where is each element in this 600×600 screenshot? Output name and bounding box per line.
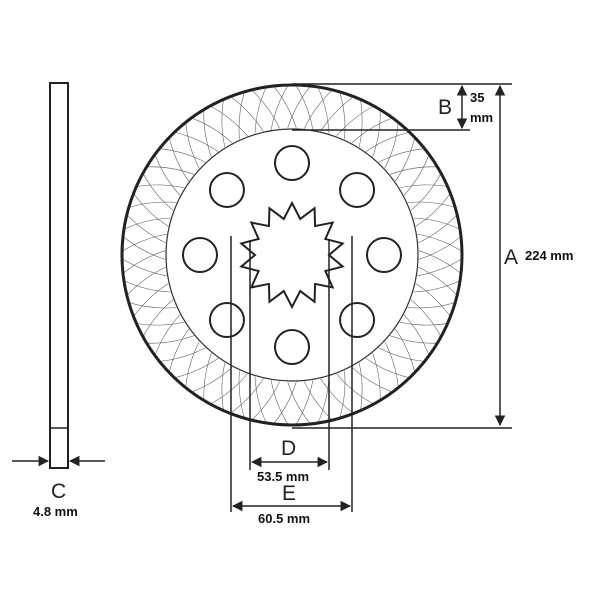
disc-edge-view (49, 82, 69, 469)
dimension-e-letter: E (282, 482, 296, 505)
extension-lines (230, 83, 512, 512)
dimension-e-value: 60.5 mm (258, 511, 310, 526)
spline-center (239, 200, 345, 310)
friction-arc (300, 184, 461, 424)
disc-side-profile (49, 82, 69, 469)
dimension-b-value-line2: mm (470, 110, 493, 125)
bolt-hole (366, 237, 402, 273)
bolt-hole (339, 302, 376, 339)
dimension-a-value: 224 mm (525, 248, 573, 263)
dimension-d: D 53.5 mm (250, 437, 329, 484)
dimension-e: E 60.5 mm (231, 482, 352, 526)
friction-arc (123, 86, 363, 247)
dimension-c-value: 4.8 mm (33, 504, 78, 519)
dimension-a: A 224 mm (494, 84, 573, 427)
bolt-holes (182, 145, 402, 365)
bolt-hole (339, 171, 376, 208)
friction-arc (221, 86, 461, 247)
bolt-hole (274, 329, 310, 365)
dimension-d-letter: D (281, 437, 296, 460)
dimension-c-letter: C (51, 480, 66, 503)
friction-arc (123, 263, 363, 424)
dimension-b: B 35 mm (438, 84, 493, 130)
disc-outer-edge (120, 83, 464, 427)
disc-inner-edge (165, 128, 419, 382)
friction-arc (203, 86, 457, 241)
dimension-b-value-line1: 35 (470, 90, 484, 105)
dimension-a-letter: A (504, 246, 518, 269)
friction-arc (127, 86, 381, 241)
friction-arc (300, 86, 461, 326)
dimension-d-value: 53.5 mm (257, 469, 309, 484)
dimension-b-letter: B (438, 96, 452, 119)
bolt-hole (274, 145, 310, 181)
bolt-hole (208, 302, 245, 339)
bolt-hole (208, 171, 245, 208)
bolt-hole (182, 237, 218, 273)
dimension-c: C 4.8 mm (12, 455, 105, 519)
